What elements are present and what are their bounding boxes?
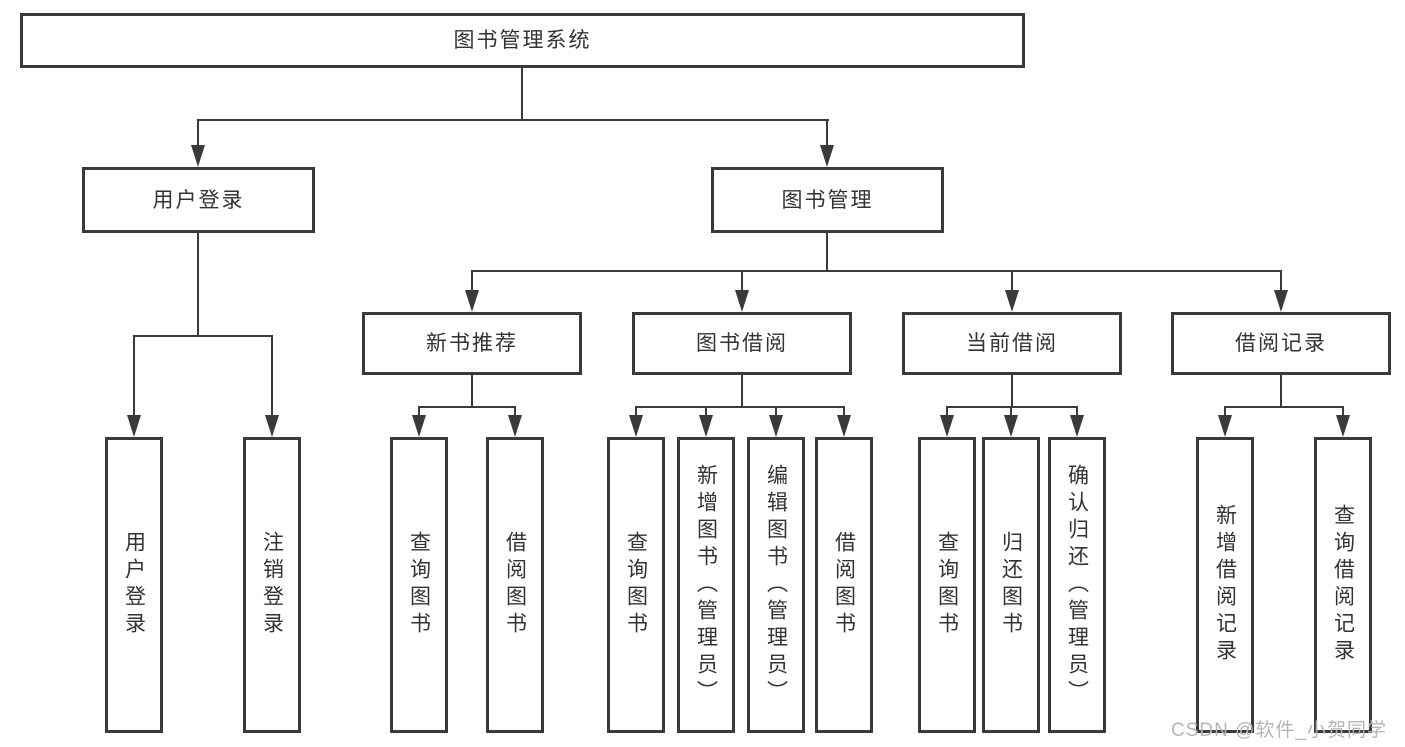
connector-hline <box>418 406 516 408</box>
node-new-book-recommendation: 新书推荐 <box>362 312 582 375</box>
node-user-login: 用户登录 <box>82 167 315 233</box>
leaf-logout: 注销登录 <box>243 437 301 733</box>
connector-arrow <box>412 406 426 437</box>
connector-arrow <box>735 270 749 312</box>
leaf-newrec-borrow-books: 借阅图书 <box>486 437 544 733</box>
connector-vline <box>471 373 473 407</box>
node-book-borrowing: 图书借阅 <box>632 312 852 375</box>
connector-vline <box>826 231 828 271</box>
leaf-add-borrow-record: 新增借阅记录 <box>1196 437 1254 733</box>
connector-arrow <box>265 335 279 437</box>
leaf-confirm-return-admin: 确认归还（管理员） <box>1048 437 1106 733</box>
connector-arrow <box>1218 406 1232 437</box>
node-borrowing-records: 借阅记录 <box>1171 312 1391 375</box>
connector-arrow <box>940 406 954 437</box>
leaf-edit-books-admin: 编辑图书（管理员） <box>747 437 805 733</box>
connector-arrow <box>1005 270 1019 312</box>
connector-arrow <box>1004 406 1018 437</box>
leaf-query-borrow-record: 查询借阅记录 <box>1314 437 1372 733</box>
connector-arrow <box>629 406 643 437</box>
connector-arrow <box>1070 406 1084 437</box>
connector-arrow <box>769 406 783 437</box>
watermark: CSDN @软件_小贺同学 <box>1171 720 1387 741</box>
connector-arrow <box>508 406 522 437</box>
connector-arrow <box>191 119 205 167</box>
leaf-user-login: 用户登录 <box>105 437 163 733</box>
leaf-borrowing-query-books: 查询图书 <box>607 437 665 733</box>
leaf-return-books: 归还图书 <box>982 437 1040 733</box>
connector-hline <box>133 335 273 337</box>
connector-vline <box>521 66 523 120</box>
node-current-borrowing: 当前借阅 <box>902 312 1122 375</box>
connector-arrow <box>837 406 851 437</box>
leaf-add-books-admin: 新增图书（管理员） <box>677 437 735 733</box>
leaf-current-query-books: 查询图书 <box>918 437 976 733</box>
connector-hline <box>197 119 829 121</box>
leaf-newrec-query-books: 查询图书 <box>390 437 448 733</box>
connector-arrow <box>465 270 479 312</box>
connector-arrow <box>820 119 834 167</box>
connector-vline <box>1011 373 1013 407</box>
node-library-system: 图书管理系统 <box>20 13 1025 68</box>
connector-arrow <box>699 406 713 437</box>
connector-hline <box>471 270 1282 272</box>
connector-vline <box>1280 373 1282 407</box>
leaf-borrowing-borrow-books: 借阅图书 <box>815 437 873 733</box>
connector-vline <box>197 231 199 336</box>
connector-arrow <box>1336 406 1350 437</box>
connector-vline <box>741 373 743 407</box>
connector-hline <box>946 406 1078 408</box>
connector-hline <box>635 406 845 408</box>
node-book-management: 图书管理 <box>711 167 944 233</box>
connector-hline <box>1224 406 1344 408</box>
connector-arrow <box>127 335 141 437</box>
connector-arrow <box>1274 270 1288 312</box>
